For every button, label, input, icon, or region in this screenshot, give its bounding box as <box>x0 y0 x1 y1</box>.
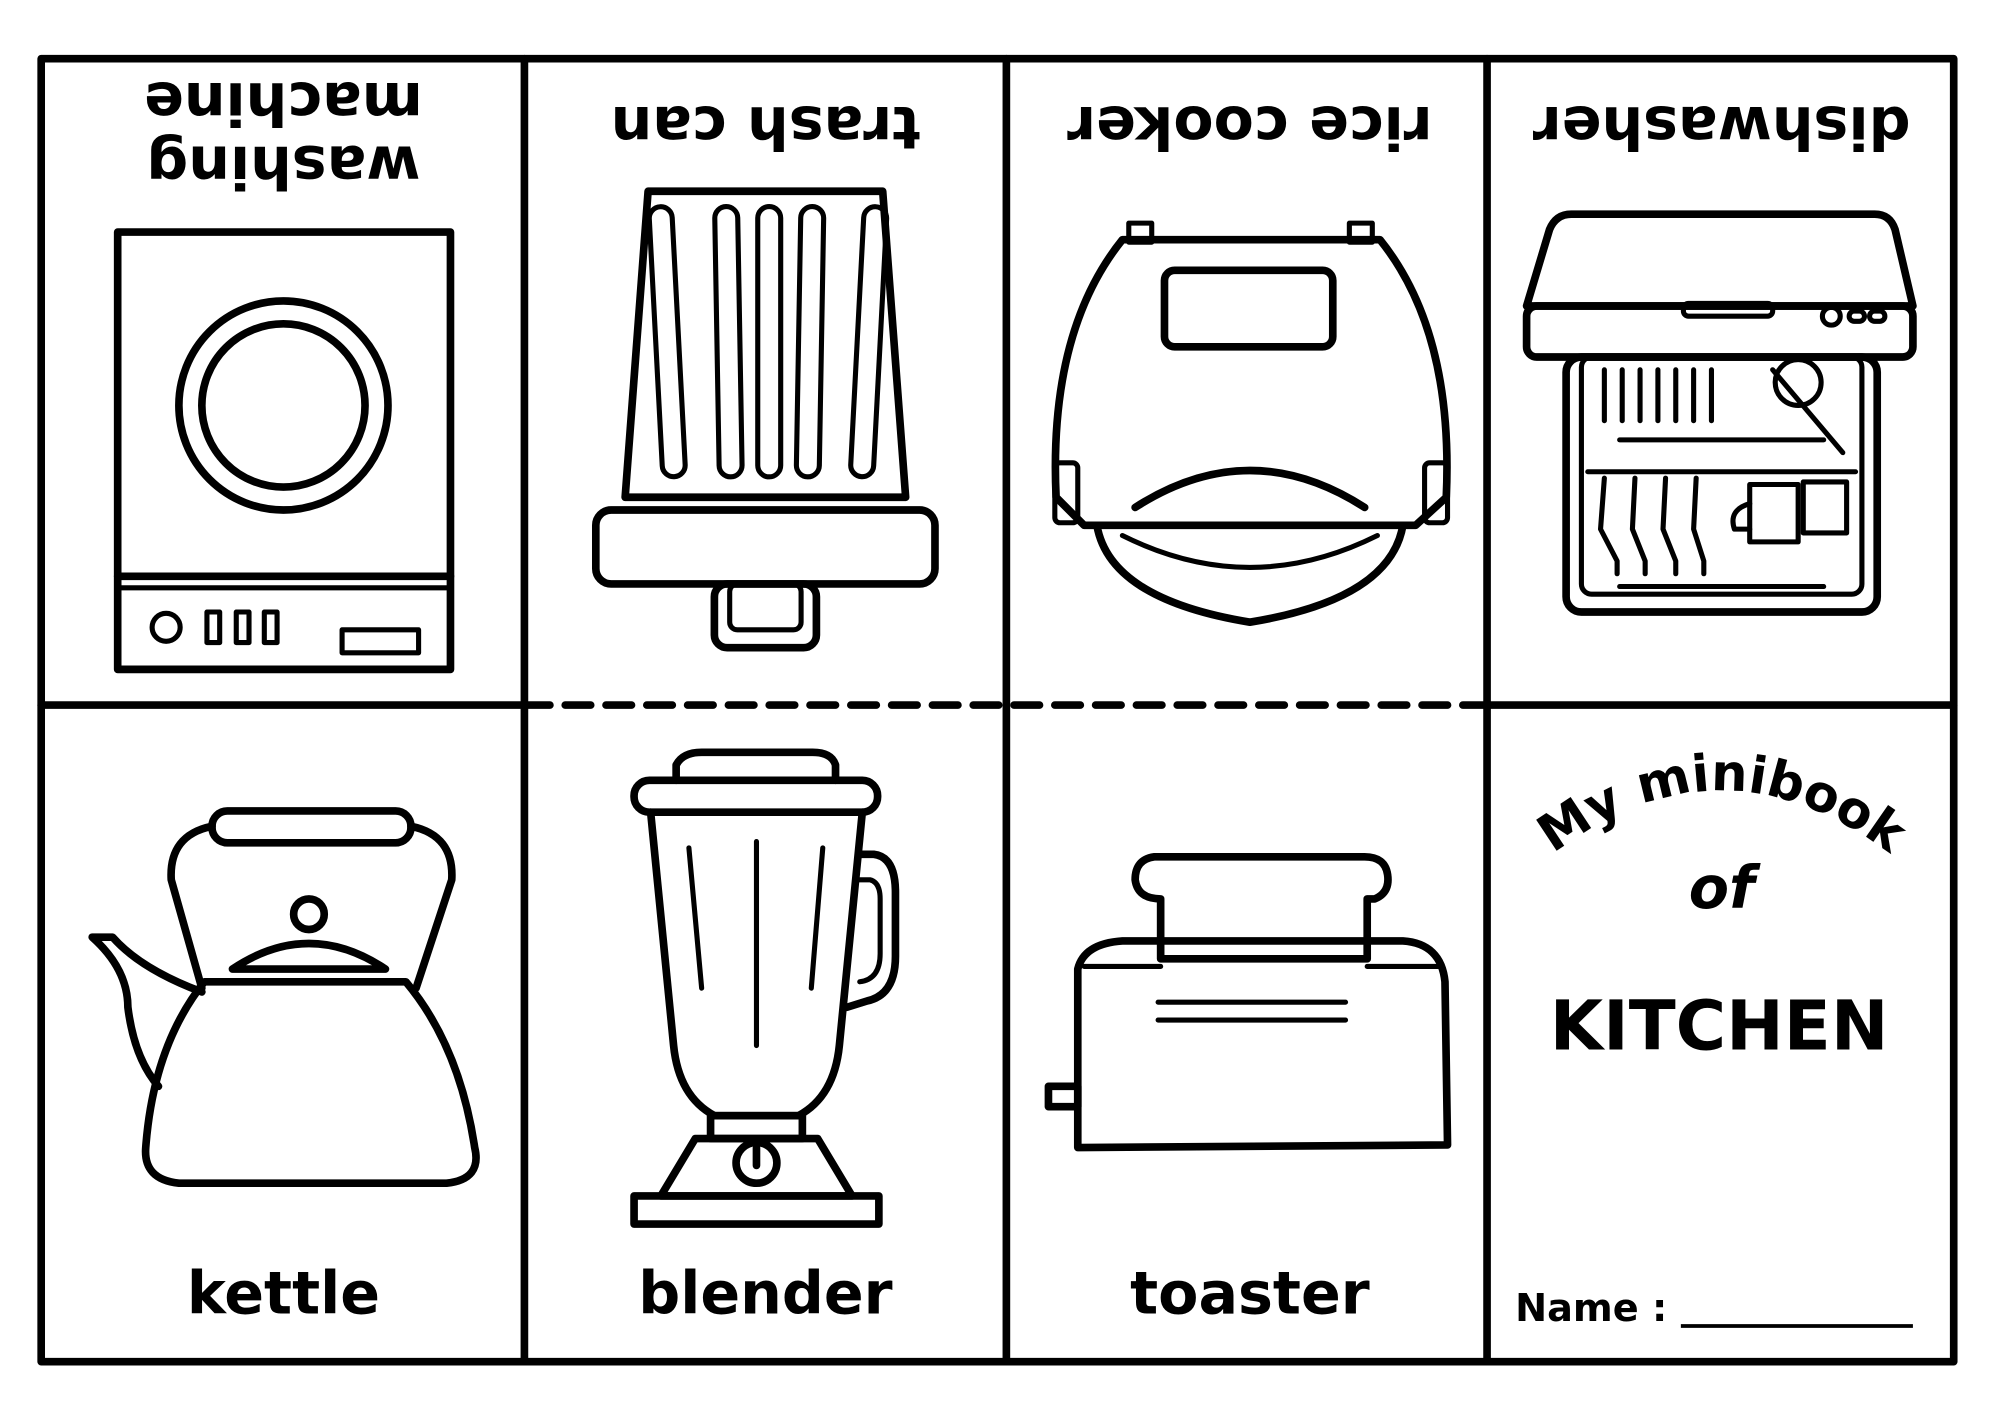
label-trash-can: trash can <box>611 93 921 161</box>
label-dishwasher: dishwasher <box>1533 93 1911 161</box>
cover-title-line2: of <box>1689 854 1761 922</box>
label-blender: blender <box>638 1259 892 1327</box>
cut-grid <box>37 54 1958 1366</box>
label-toaster: toaster <box>1130 1259 1370 1327</box>
trash-can-icon <box>591 187 939 652</box>
rice-cooker-icon <box>1051 220 1451 627</box>
svg-text:machine: machine <box>144 69 423 137</box>
dishwasher-icon <box>1522 210 1917 616</box>
toaster-icon <box>1044 852 1452 1152</box>
cover-title: My minibook of KITCHEN <box>1527 744 1917 1066</box>
cover-title-line3: KITCHEN <box>1550 986 1889 1066</box>
washing-machine-icon <box>113 228 455 674</box>
svg-text:My minibook: My minibook <box>1527 744 1917 865</box>
label-washing-machine: washing machine <box>144 69 423 201</box>
kettle-icon <box>88 807 480 1188</box>
cover-title-line1: My minibook <box>1527 744 1917 865</box>
label-rice-cooker: rice cooker <box>1067 93 1432 161</box>
svg-text:washing: washing <box>146 133 420 201</box>
name-label: Name : <box>1515 1286 1667 1331</box>
label-kettle: kettle <box>187 1259 380 1327</box>
blender-icon <box>630 748 900 1228</box>
